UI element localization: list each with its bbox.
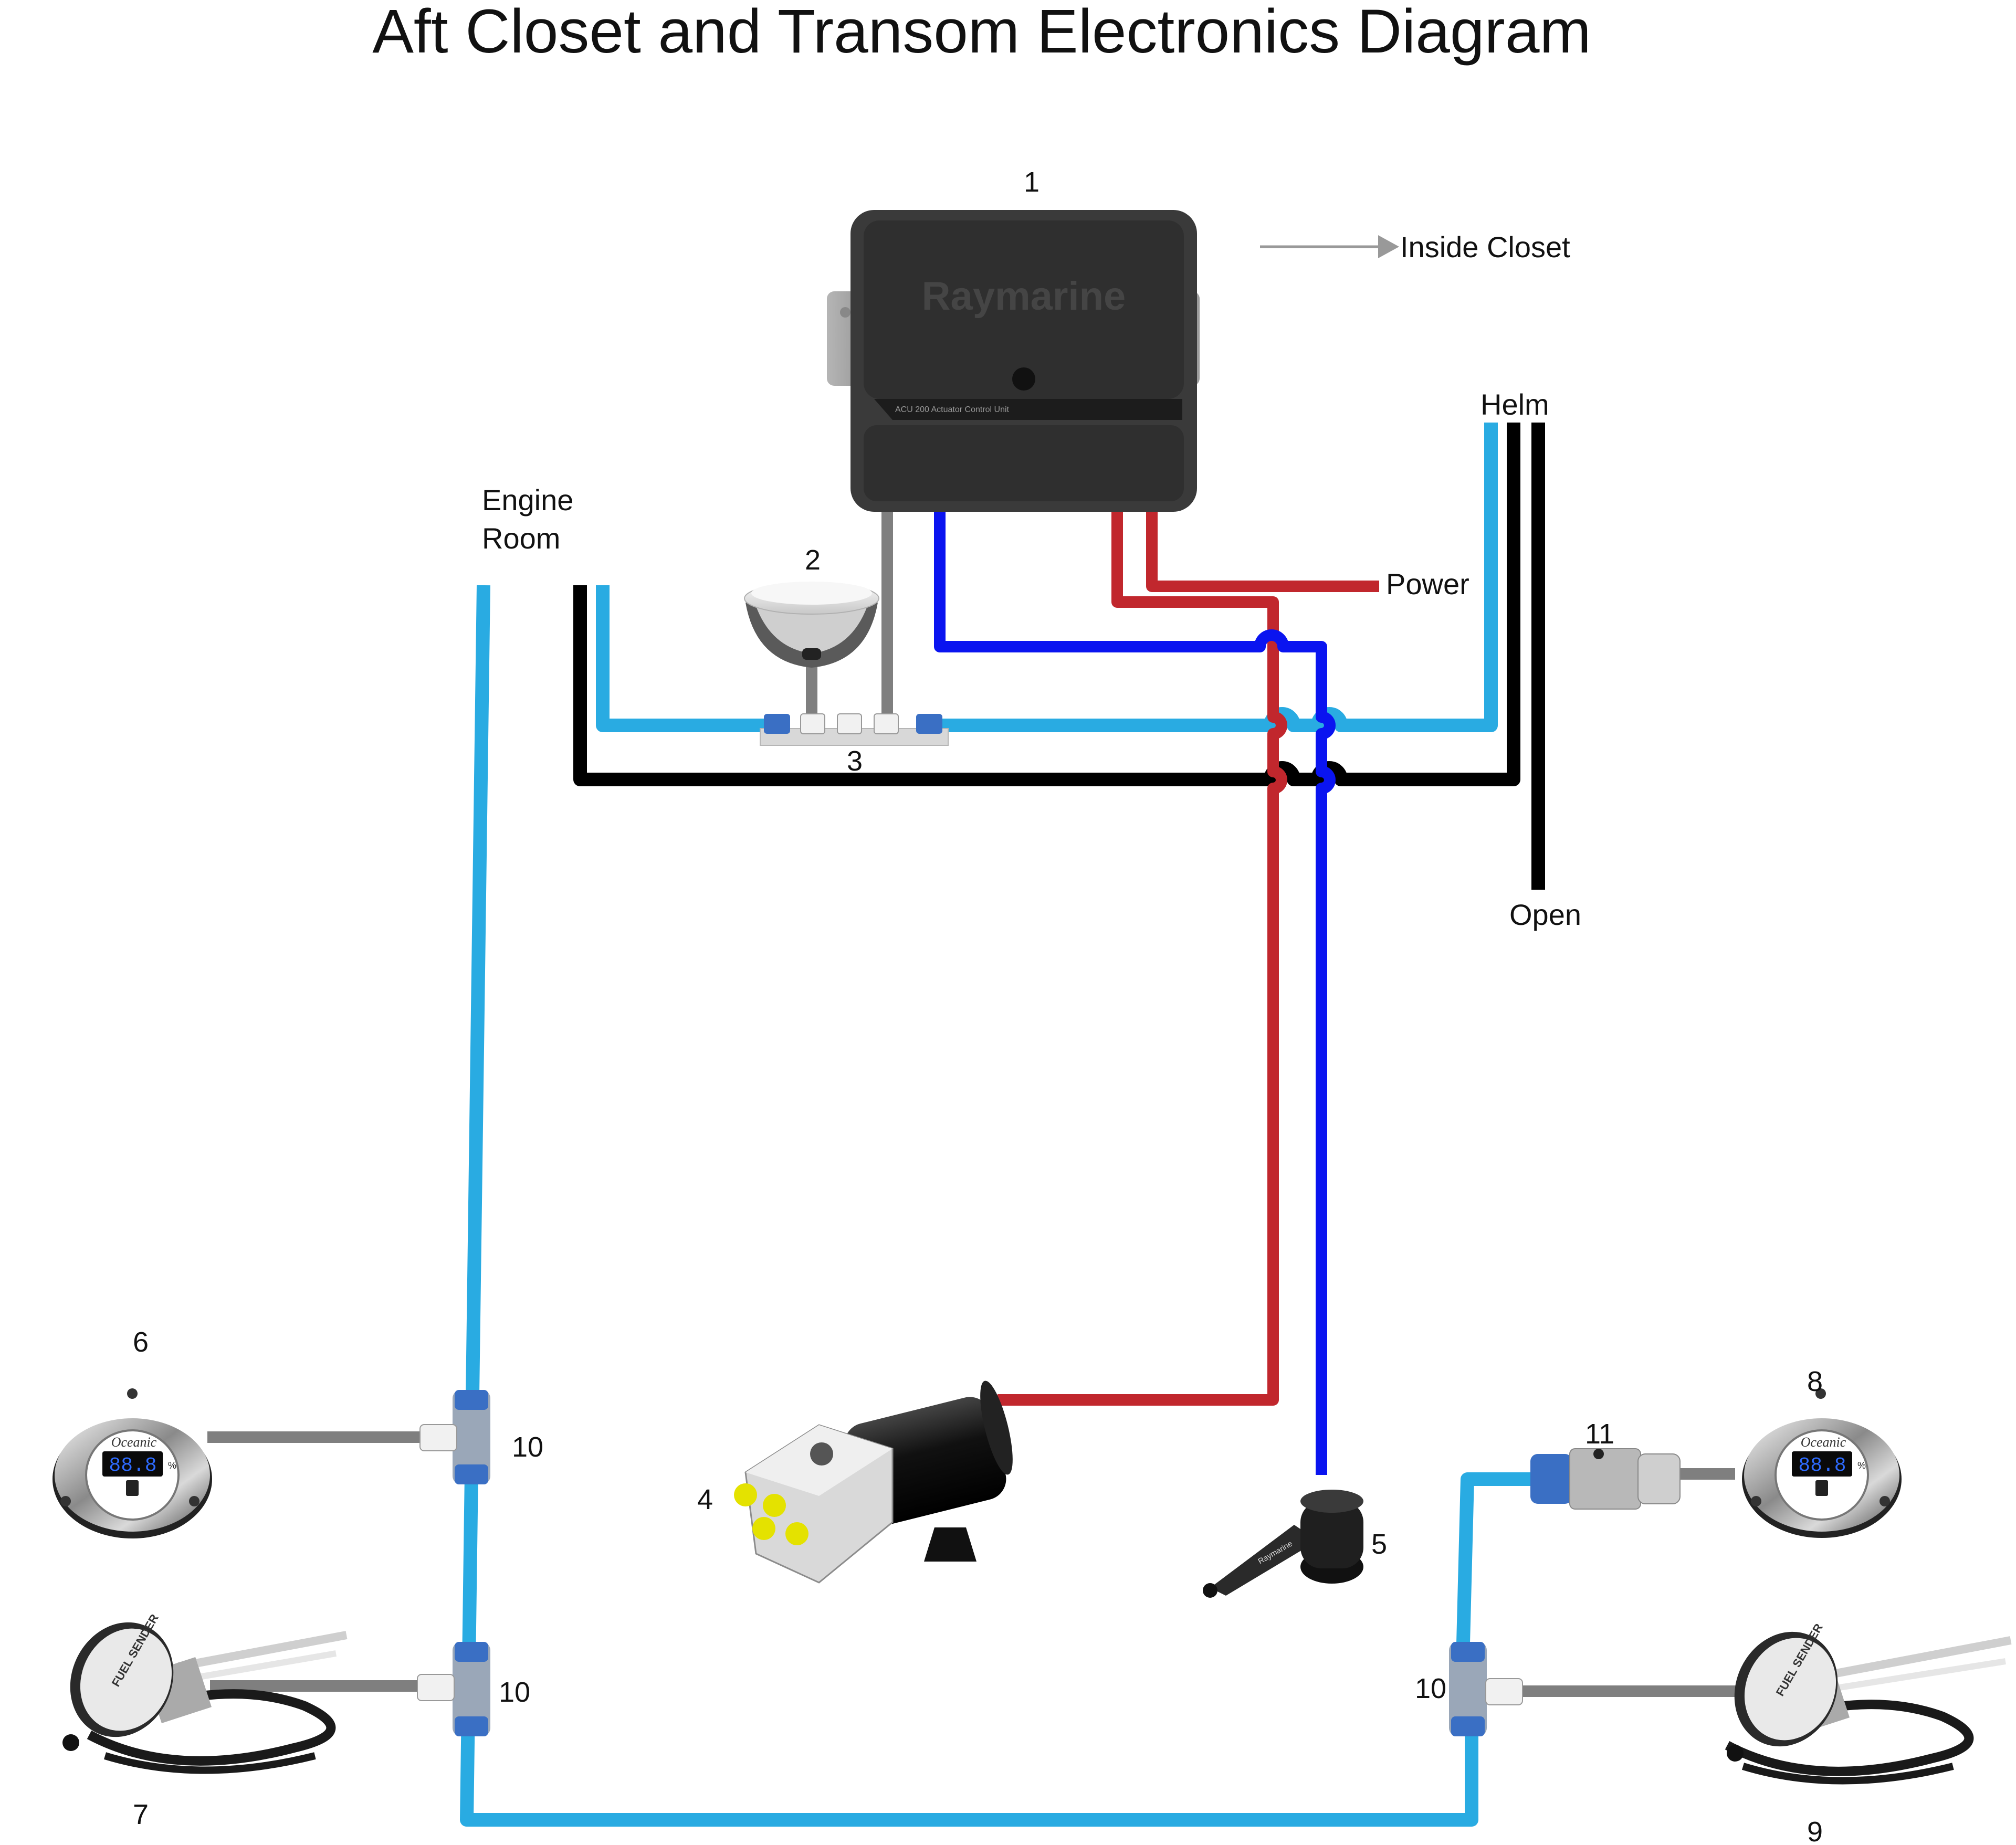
device-number-6: 6 bbox=[133, 1326, 149, 1358]
tank-gauge-icon: Oceanic 88.8 % bbox=[52, 1388, 212, 1538]
device-number-7: 7 bbox=[133, 1799, 149, 1830]
adapter-cable-icon bbox=[1530, 1448, 1681, 1510]
device-number-10-upper: 10 bbox=[512, 1431, 543, 1463]
device-number-4: 4 bbox=[697, 1484, 713, 1515]
gauge-6-brand: Oceanic bbox=[111, 1435, 157, 1450]
inside-closet-label: Inside Closet bbox=[1400, 230, 1570, 263]
fuel-sender-icon: FUEL SENDER bbox=[1725, 1621, 2012, 1785]
t-piece-icon bbox=[417, 1642, 490, 1736]
device-number-3: 3 bbox=[847, 745, 863, 777]
rudder-sensor-cable bbox=[934, 512, 1336, 1475]
engine-room-label-line2: Room bbox=[482, 522, 560, 555]
t-piece-icon bbox=[419, 1390, 490, 1484]
pump-icon bbox=[734, 1380, 1013, 1584]
compass-icon bbox=[744, 582, 879, 668]
gauge-6-display: 88.8 bbox=[109, 1454, 156, 1477]
diagram-title: Aft Closet and Transom Electronics Diagr… bbox=[372, 0, 1591, 66]
power-cable bbox=[1146, 512, 1379, 592]
gauge-8-unit: % bbox=[1857, 1460, 1866, 1471]
device-number-5: 5 bbox=[1371, 1528, 1387, 1560]
acu-model-text: ACU 200 Actuator Control Unit bbox=[895, 405, 1010, 414]
inside-closet-arrow-icon bbox=[1260, 235, 1399, 258]
starboard-seatalk-cable bbox=[1456, 1472, 1538, 1643]
device-number-9: 9 bbox=[1807, 1816, 1823, 1845]
open-label: Open bbox=[1509, 898, 1581, 931]
backbone-connector-icon bbox=[760, 713, 949, 746]
rudder-sensor-icon: Raymarine bbox=[1203, 1490, 1363, 1598]
engine-room-label-line1: Engine bbox=[482, 483, 573, 516]
device-number-10-right: 10 bbox=[1415, 1673, 1446, 1704]
device-number-2: 2 bbox=[805, 544, 821, 576]
engine-room-backbone-cable bbox=[596, 585, 766, 732]
pump-power-cable bbox=[998, 512, 1287, 1406]
acu-brand-text: Raymarine bbox=[922, 274, 1126, 319]
device-number-1: 1 bbox=[1024, 166, 1040, 198]
gauge-6-unit: % bbox=[168, 1460, 176, 1471]
t-piece-icon bbox=[1449, 1642, 1523, 1736]
tank-gauge-icon: Oceanic 88.8 % bbox=[1742, 1388, 1902, 1538]
fuel-sender-icon: FUEL SENDER bbox=[62, 1612, 348, 1774]
power-label: Power bbox=[1386, 567, 1469, 600]
gauge-8-display: 88.8 bbox=[1798, 1454, 1846, 1477]
device-number-11: 11 bbox=[1585, 1418, 1614, 1450]
helm-label: Helm bbox=[1480, 388, 1549, 421]
acu-unit-icon: Raymarine ACU 200 Actuator Control Unit bbox=[827, 210, 1200, 512]
device-number-10-lower: 10 bbox=[499, 1677, 530, 1708]
gauge-8-brand: Oceanic bbox=[1801, 1435, 1846, 1450]
device-number-8: 8 bbox=[1807, 1366, 1823, 1397]
